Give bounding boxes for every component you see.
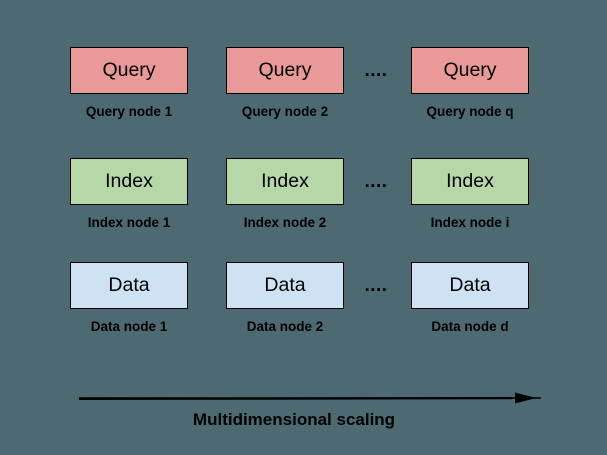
node-label-data-d: Data node d [431,319,509,334]
arrow-caption: Multidimensional scaling [192,410,396,429]
index-box-1: Index [70,158,188,205]
index-box-label: Index [261,170,309,192]
data-box-label: Data [264,274,306,296]
node-label-index-2: Index node 2 [243,215,327,230]
query-box-label: Query [443,59,497,81]
node-label-query-2: Query node 2 [241,104,329,119]
node-label-data-2: Data node 2 [246,319,324,334]
scaling-arrow-icon [78,392,541,404]
query-box-2: Query [226,47,344,94]
data-box-label: Data [108,274,150,296]
node-label-query-q: Query node q [426,104,514,119]
node-label-index-i: Index node i [430,215,510,230]
data-box-2: Data [226,262,344,309]
node-label-data-1: Data node 1 [90,319,168,334]
index-box-label: Index [446,170,494,192]
index-box-2: Index [226,158,344,205]
node-label-index-1: Index node 1 [87,215,171,230]
data-box-d: Data [411,262,529,309]
query-box-label: Query [102,59,156,81]
query-box-q: Query [411,47,529,94]
ellipsis-dots-icon: .... [364,59,388,81]
index-box-i: Index [411,158,529,205]
index-box-label: Index [105,170,153,192]
ellipsis-dots-icon: .... [364,170,388,192]
query-box-1: Query [70,47,188,94]
query-box-label: Query [258,59,312,81]
node-label-query-1: Query node 1 [85,104,173,119]
ellipsis-dots-icon: .... [364,274,388,296]
data-box-1: Data [70,262,188,309]
data-box-label: Data [449,274,491,296]
